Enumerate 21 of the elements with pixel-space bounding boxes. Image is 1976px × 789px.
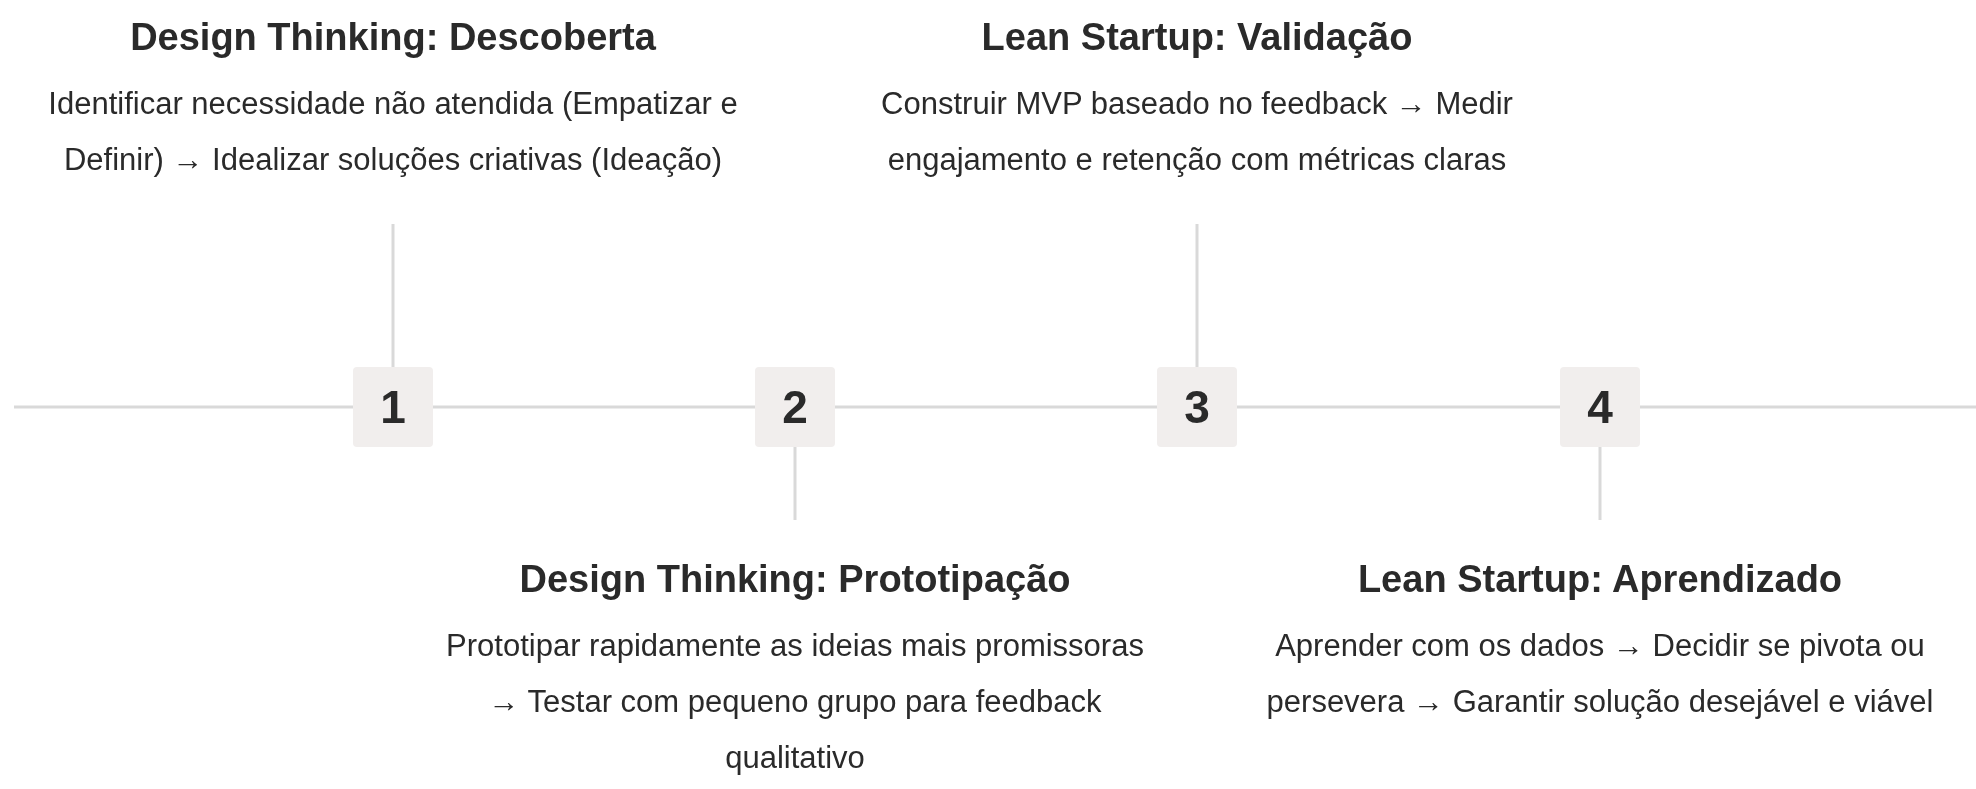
connector-line — [391, 224, 395, 367]
connector-line — [793, 447, 797, 520]
stage-description: Identificar necessidade não atendida (Empatizar e Definir) → Idealizar soluções criativas (Ideação) — [47, 85, 739, 179]
stage-description: Construir MVP baseado no feedback → Medir engajamento e retenção com métricas claras — [880, 85, 1514, 179]
timeline-line — [433, 405, 755, 409]
step-number-box: 1 — [353, 367, 433, 447]
stage-title: Lean Startup: Aprendizado — [1357, 557, 1843, 602]
timeline-line — [1640, 405, 1976, 409]
timeline-line — [14, 405, 353, 409]
stage-title: Lean Startup: Validação — [981, 15, 1413, 60]
timeline-line — [1237, 405, 1560, 409]
stage-description: Aprender com os dados → Decidir se pivota ou persevera → Garantir solução desejável e viável — [1265, 627, 1935, 721]
step-number-box: 3 — [1157, 367, 1237, 447]
step-number-box: 4 — [1560, 367, 1640, 447]
connector-line — [1195, 224, 1199, 367]
connector-line — [1598, 447, 1602, 520]
stage-title: Design Thinking: Descoberta — [130, 15, 656, 60]
stage-title: Design Thinking: Prototipação — [519, 557, 1071, 602]
step-number-box: 2 — [755, 367, 835, 447]
stage-description: Prototipar rapidamente as ideias mais promissoras → Testar com pequeno grupo para feedback qualitativo — [445, 627, 1145, 777]
timeline-line — [835, 405, 1157, 409]
